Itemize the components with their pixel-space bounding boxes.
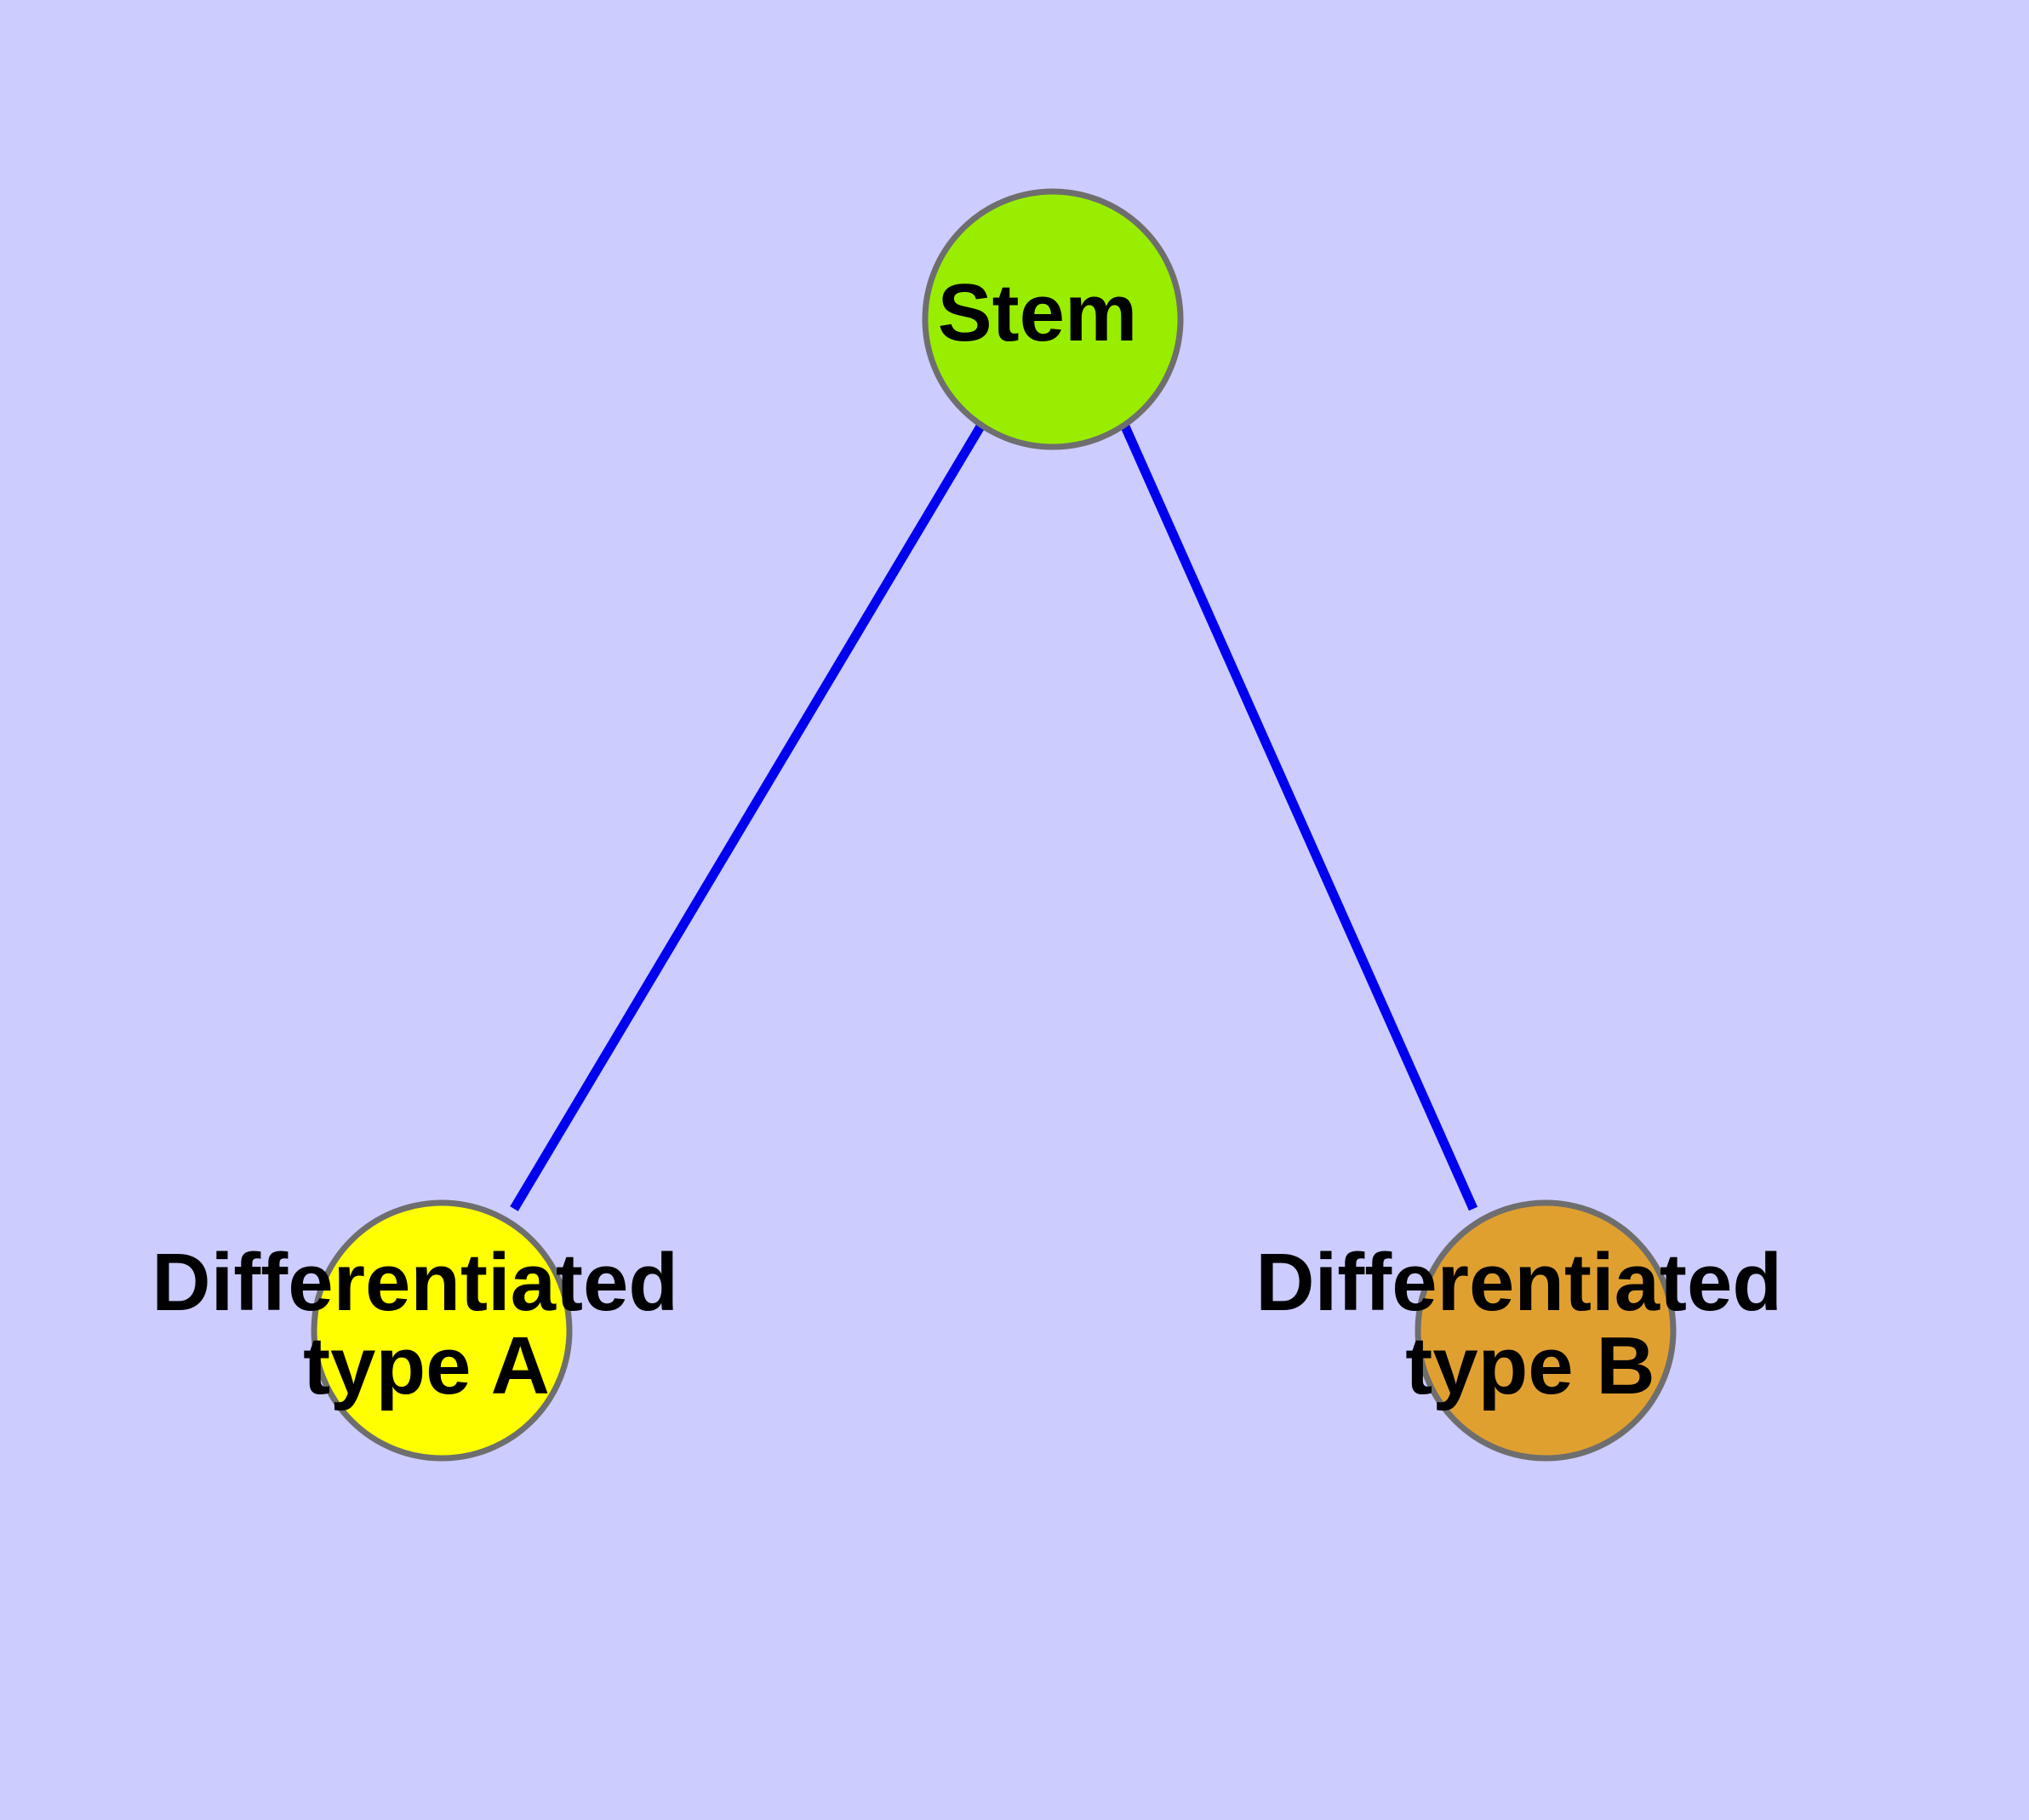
edges-group (510, 424, 1478, 1211)
node-differentiated-type-b-circle[interactable] (1415, 1199, 1677, 1462)
node-differentiated-type-a[interactable]: Differentiated type A (151, 1199, 700, 1462)
node-differentiated-type-a-label: Differentiated type A (151, 1237, 700, 1411)
node-differentiated-type-b-label-line-2: type B (1405, 1320, 1655, 1411)
node-stem-label: Stem (938, 267, 1138, 358)
node-differentiated-type-b-label-line-1: Differentiated (1255, 1237, 1782, 1328)
node-differentiated-type-a-label-line-2: type A (303, 1320, 550, 1411)
node-stem[interactable]: Stem (922, 188, 1184, 450)
node-stem-label-line-1: Stem (938, 267, 1138, 358)
node-differentiated-type-b-label: Differentiated type B (1255, 1237, 1804, 1411)
edge-stem-to-differentiated-type-b[interactable] (1120, 424, 1478, 1211)
node-stem-circle[interactable] (922, 188, 1184, 450)
node-differentiated-type-a-label-line-1: Differentiated (151, 1237, 678, 1328)
node-differentiated-type-a-circle[interactable] (311, 1199, 573, 1462)
node-differentiated-type-b[interactable]: Differentiated type B (1255, 1199, 1804, 1462)
edge-stem-to-differentiated-type-a[interactable] (510, 424, 985, 1211)
